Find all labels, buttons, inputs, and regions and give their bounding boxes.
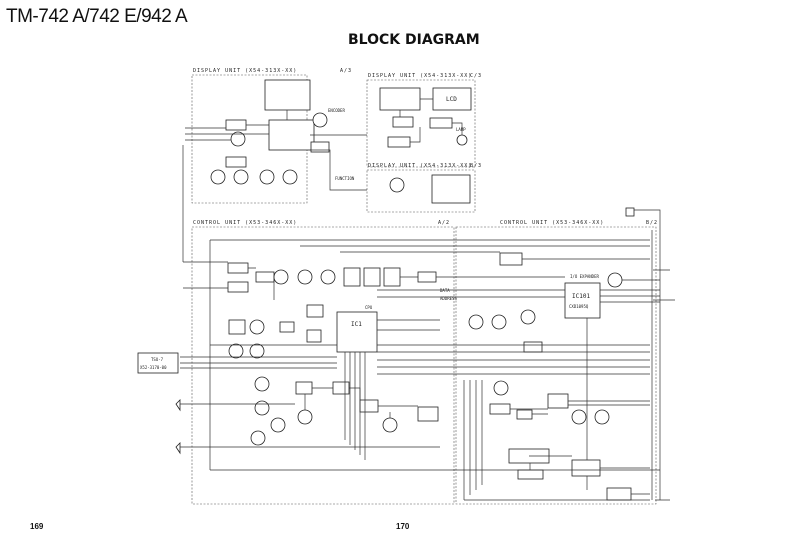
display-ic-block [268, 119, 315, 151]
data-bus-label: DATA [440, 288, 450, 293]
page-number-left: 169 [30, 522, 44, 531]
ic101-label: IC101 [572, 293, 590, 300]
latch-block [306, 329, 322, 343]
inverter-block [227, 281, 249, 293]
model-title: TM-742 A/742 E/942 A [6, 6, 188, 27]
lcd-label: LCD [446, 96, 457, 103]
display-unit-main-label: DISPLAY UNIT (X54-313X-XX) [193, 68, 297, 74]
regulator-block [255, 271, 275, 283]
transistor [594, 409, 610, 425]
ic101-part-label: CXD1095Q [569, 304, 589, 309]
speaker-icon [175, 399, 181, 412]
transistor [228, 343, 244, 359]
lcd-driver-block [379, 87, 421, 111]
ic-block [295, 381, 313, 395]
ic1-cpu-block [336, 311, 378, 353]
ic-block [332, 381, 350, 395]
page-number-right: 170 [396, 522, 410, 531]
transistor [320, 269, 336, 285]
reset-block [499, 252, 523, 266]
display-unit-lcd-ref: C/3 [470, 73, 482, 79]
lamp-label: LAMP [456, 127, 466, 132]
tsu-label: TSU-7 [151, 357, 164, 362]
ic-block [606, 487, 632, 501]
transistor [249, 343, 265, 359]
transistor [389, 177, 405, 193]
transistor [607, 272, 623, 288]
transistor [282, 169, 298, 185]
transistor [468, 314, 484, 330]
transistor [491, 314, 507, 330]
ic-block [489, 403, 511, 415]
ic101-block [564, 282, 601, 319]
cpu-label: CPU [365, 305, 373, 310]
display-unit-sub-ref: B/3 [470, 163, 482, 169]
encoder-circle [312, 112, 328, 128]
ic1-label: IC1 [351, 321, 362, 328]
buffer-block [417, 271, 437, 283]
transistor [270, 417, 286, 433]
transistor [297, 409, 313, 425]
latch-block [225, 156, 247, 168]
transistor [520, 309, 536, 325]
display-unit-sub-label: DISPLAY UNIT (X54-313X-XX) [368, 163, 472, 169]
transistor [254, 376, 270, 392]
tsu-part-label: X52-3170-00 [140, 365, 167, 370]
transistor [249, 319, 265, 335]
reset-ic-block [306, 304, 324, 318]
transistor [259, 169, 275, 185]
eeprom-block [383, 267, 401, 287]
ic-block [359, 399, 379, 413]
key-matrix-block [431, 174, 471, 204]
tsu-unit-block [137, 352, 179, 374]
transistor [250, 430, 266, 446]
control-unit-right-ref: B/2 [646, 220, 658, 226]
transistor [254, 400, 270, 416]
inverter-block [310, 141, 330, 153]
address-bus-label: ADDRESS [440, 296, 457, 301]
io-expander-label: I/O EXPANDER [570, 274, 599, 279]
lamp-icon [456, 134, 468, 146]
ic-block [516, 409, 533, 420]
ic-block [517, 469, 544, 480]
wiring [180, 98, 675, 501]
band-select-block [264, 79, 311, 111]
switch-block [523, 341, 543, 353]
address-decoder-block [343, 267, 361, 287]
function-label: FUNCTION [335, 176, 355, 181]
ic-block [571, 459, 601, 477]
transistor [273, 269, 289, 285]
control-unit-left-label: CONTROL UNIT (X53-346X-XX) [193, 220, 297, 226]
driver-block [387, 136, 411, 148]
display-unit-lcd-label: DISPLAY UNIT (X54-313X-XX) [368, 73, 472, 79]
speaker-icon [175, 442, 181, 455]
inverter-block [225, 119, 247, 131]
display-unit-lcd-border [366, 79, 476, 168]
reset-ic-block [228, 319, 246, 335]
encoder-label: ENCODER [328, 108, 345, 113]
transistor [571, 409, 587, 425]
page-title: BLOCK DIAGRAM [348, 32, 480, 48]
transistor [210, 169, 226, 185]
display-unit-main-ref: A/3 [340, 68, 352, 74]
inverter-block [227, 262, 249, 274]
transistor [297, 269, 313, 285]
display-unit-sub-border [366, 169, 476, 213]
transistor [233, 169, 249, 185]
transistor [230, 131, 246, 147]
ic-block [417, 406, 439, 422]
address-decoder-block [363, 267, 381, 287]
driver-block [392, 116, 414, 128]
control-unit-left-ref: A/2 [438, 220, 450, 226]
transistor [493, 380, 509, 396]
switch-block [279, 321, 295, 333]
control-unit-right-label: CONTROL UNIT (X53-346X-XX) [500, 220, 604, 226]
driver-block [429, 117, 453, 129]
control-unit-left-border [191, 226, 455, 505]
ic-block [547, 393, 569, 409]
control-unit-right-border [455, 226, 657, 505]
connector-block [625, 207, 635, 217]
transistor [382, 417, 398, 433]
